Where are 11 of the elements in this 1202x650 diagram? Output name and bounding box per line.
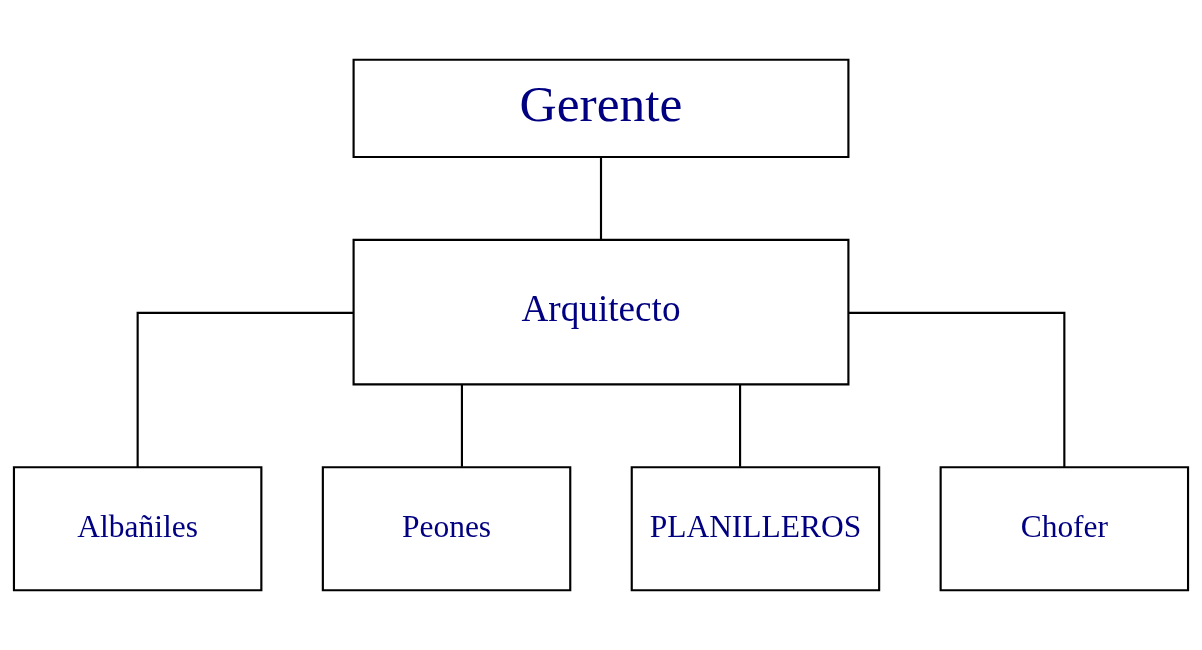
node-box: Gerente	[352, 58, 850, 159]
connector	[460, 384, 463, 467]
connector	[739, 384, 742, 467]
node-box: Albañiles	[12, 466, 263, 592]
connector	[136, 311, 354, 467]
node-box: Arquitecto	[352, 238, 850, 386]
node-box: Chofer	[939, 466, 1190, 592]
node-box: PLANILLEROS	[630, 466, 881, 592]
node-box: Peones	[321, 466, 572, 592]
connector	[599, 157, 603, 240]
connector	[848, 311, 1066, 467]
